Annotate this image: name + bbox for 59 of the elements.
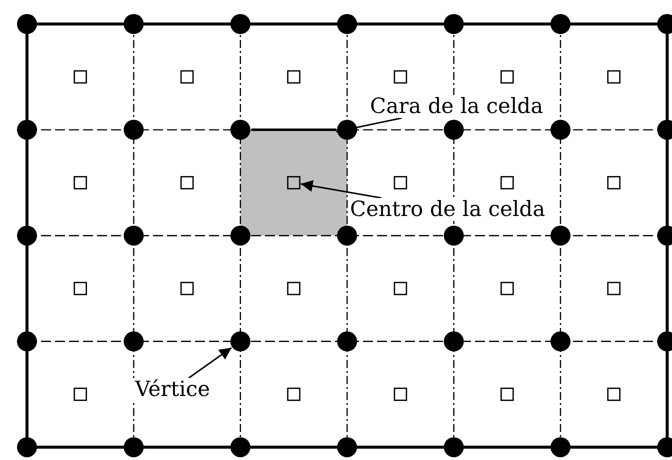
cell-center-square [394,282,408,296]
vertex-dot [337,14,358,34]
leader-line [336,117,402,136]
vertex-dot [550,120,570,140]
vertex-dot [17,14,37,34]
cell-center-square [394,70,408,84]
vertex-dot [337,226,358,246]
callout-label: Centro de la celda [348,198,548,221]
cell-center-square [287,176,300,190]
cell-center-square [500,282,514,296]
vertex-dot [124,120,144,140]
vertex-dot [124,331,144,352]
vertex-dot [17,331,37,352]
cell-center-square [180,70,194,84]
vertex-dot [337,331,358,352]
cell-center-square [74,176,87,190]
cell-center-square [180,282,194,296]
vertex-dot [17,437,37,458]
vertex-dot [444,331,464,352]
cell-center-square [180,176,194,190]
vertex-dot [444,14,464,34]
cell-center-square [74,388,87,401]
vertex-dot [230,331,250,352]
cell-center-square [394,388,408,401]
cell-center-square [500,70,514,84]
vertex-dot [337,120,358,140]
vertex-dot [550,331,570,352]
leader-line [300,180,382,199]
vertex-dot [550,226,570,246]
cell-center-square [607,70,620,84]
vertex-dot [550,437,570,458]
vertex-dot [230,120,250,140]
cell-center-square [287,70,300,84]
cell-center-square [74,282,87,296]
callout-label: Cara de la celda [368,95,546,118]
cell-center-square [394,176,408,190]
vertex-dot [230,226,250,246]
vertex-dot [230,437,250,458]
vertex-dot [124,226,144,246]
vertex-dot [124,14,144,34]
vertex-dot [337,437,358,458]
vertex-dot [444,437,464,458]
vertex-dot [17,120,37,140]
cell-center-square [287,282,300,296]
cell-face-line [251,128,336,132]
cell-center-square [607,176,620,190]
cell-center-square [500,388,514,401]
leader-line [188,347,232,379]
vertex-dot [444,120,464,140]
cell-center-square [287,388,300,401]
cell-center-square [607,282,620,296]
cell-center-square [500,176,514,190]
vertex-dot [124,437,144,458]
vertex-dot [550,14,570,34]
vertex-dot [17,226,37,246]
vertex-dot [230,14,250,34]
cell-center-square [607,388,620,401]
vertex-dot [444,226,464,246]
cell-center-square [74,70,87,84]
